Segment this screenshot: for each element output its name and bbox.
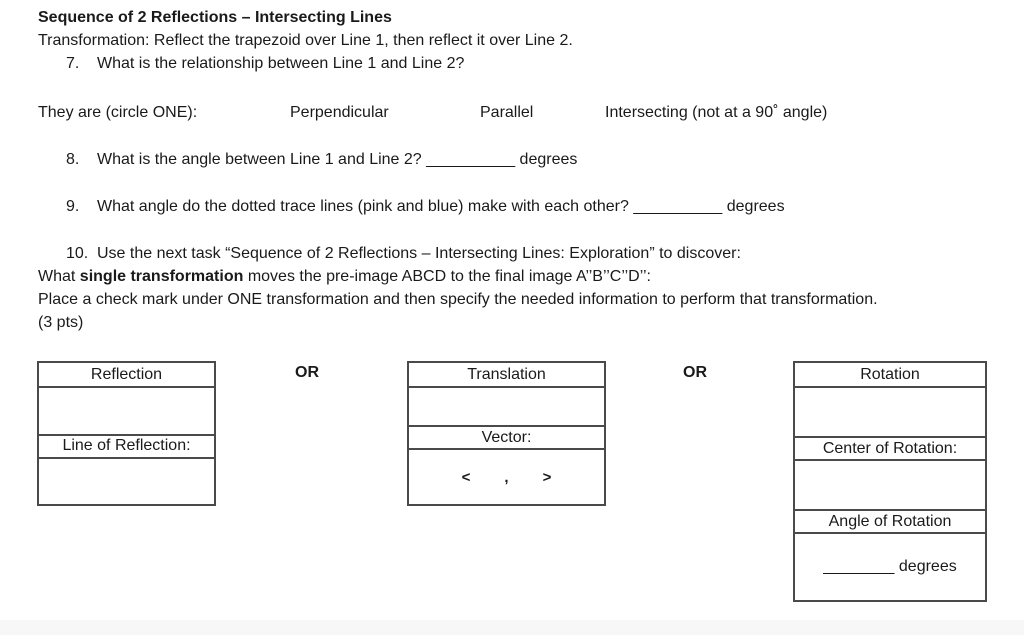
rotation-table-header[interactable]: Rotation bbox=[860, 365, 920, 383]
question-7: 7. What is the relationship between Line… bbox=[66, 55, 464, 73]
question-9-text: What angle do the dotted trace lines (pi… bbox=[97, 198, 785, 215]
question-9-number: 9. bbox=[66, 198, 80, 215]
place-checkmark-instruction: Place a check mark under ONE transformat… bbox=[38, 291, 878, 308]
option-intersecting[interactable]: Intersecting (not at a 90˚ angle) bbox=[605, 104, 828, 121]
question-10-number: 10. bbox=[66, 245, 89, 262]
translation-checkmark-cell[interactable] bbox=[409, 386, 604, 425]
reflection-table-header[interactable]: Reflection bbox=[90, 365, 163, 383]
or-label-first: OR bbox=[295, 364, 319, 381]
angle-of-rotation-answer-cell[interactable]: ________ degrees bbox=[795, 532, 985, 600]
vector-comma: , bbox=[504, 468, 509, 486]
vector-label: Vector: bbox=[409, 425, 604, 448]
vector-close-bracket: > bbox=[542, 468, 552, 486]
option-perpendicular[interactable]: Perpendicular bbox=[290, 104, 389, 121]
option-parallel[interactable]: Parallel bbox=[480, 104, 534, 121]
center-of-rotation-answer-cell[interactable] bbox=[795, 459, 985, 509]
rotation-checkmark-cell[interactable] bbox=[795, 386, 985, 436]
angle-of-rotation-label: Angle of Rotation bbox=[795, 509, 985, 532]
page-title: Sequence of 2 Reflections – Intersecting… bbox=[38, 9, 392, 26]
question-8: 8. What is the angle between Line 1 and … bbox=[66, 151, 577, 169]
single-transformation-pre: What bbox=[38, 268, 80, 285]
single-transformation-line: What single transformation moves the pre… bbox=[38, 268, 651, 286]
question-7-text: What is the relationship between Line 1 … bbox=[97, 55, 465, 72]
question-10: 10. Use the next task “Sequence of 2 Ref… bbox=[66, 245, 741, 263]
question-8-text: What is the angle between Line 1 and Lin… bbox=[97, 151, 578, 168]
translation-table: Translation Vector: < , > bbox=[407, 361, 606, 506]
single-transformation-post: moves the pre-image ABCD to the final im… bbox=[243, 268, 651, 285]
points-label: (3 pts) bbox=[38, 314, 84, 331]
question-9: 9. What angle do the dotted trace lines … bbox=[66, 198, 785, 216]
center-of-rotation-label: Center of Rotation: bbox=[795, 436, 985, 459]
bottom-strip bbox=[0, 620, 1024, 635]
vector-answer-cell[interactable]: < , > bbox=[409, 448, 604, 504]
question-8-number: 8. bbox=[66, 151, 80, 168]
reflection-table: Reflection Line of Reflection: bbox=[37, 361, 216, 506]
or-label-second: OR bbox=[683, 364, 707, 381]
transformation-description: Transformation: Reflect the trapezoid ov… bbox=[38, 32, 573, 49]
question-7-number: 7. bbox=[66, 55, 80, 72]
question-10-text: Use the next task “Sequence of 2 Reflect… bbox=[97, 245, 741, 262]
line-of-reflection-answer-cell[interactable] bbox=[39, 456, 214, 505]
rotation-table: Rotation Center of Rotation: Angle of Ro… bbox=[793, 361, 987, 602]
single-transformation-bold: single transformation bbox=[79, 268, 244, 285]
translation-table-header[interactable]: Translation bbox=[467, 365, 546, 383]
circle-one-prompt: They are (circle ONE): bbox=[38, 104, 198, 121]
line-of-reflection-label: Line of Reflection: bbox=[39, 433, 214, 457]
vector-open-bracket: < bbox=[461, 468, 471, 486]
reflection-checkmark-cell[interactable] bbox=[39, 386, 214, 434]
